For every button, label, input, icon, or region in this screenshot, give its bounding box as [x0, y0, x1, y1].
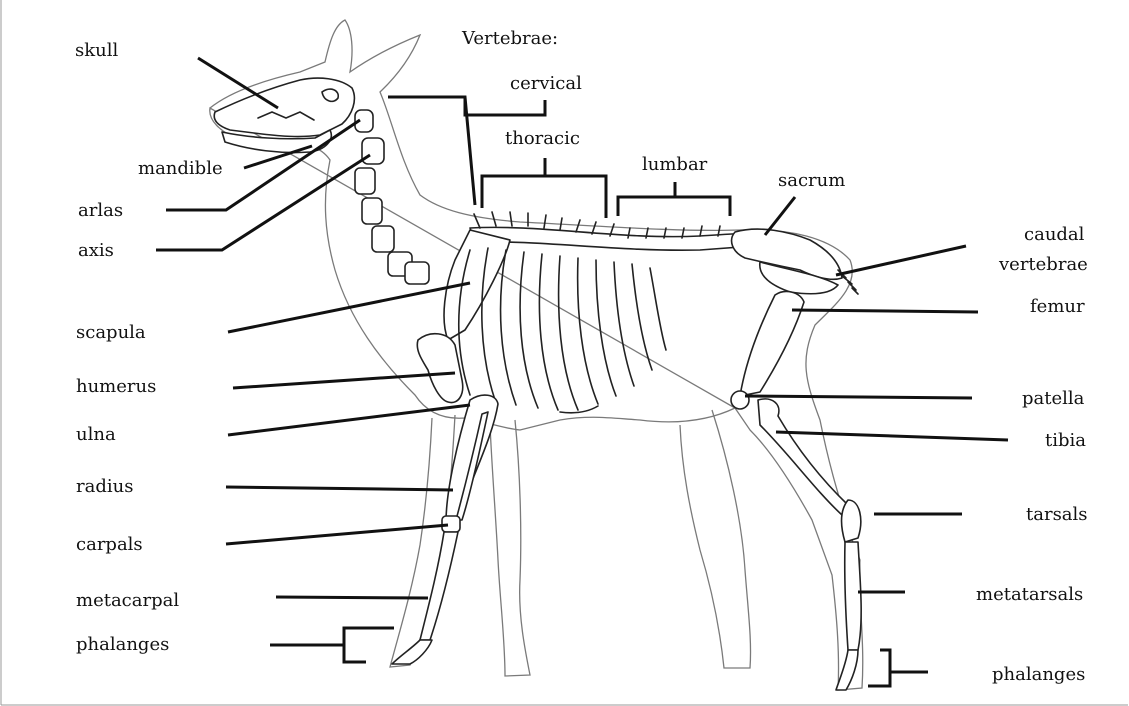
label-mandible: mandible: [138, 158, 223, 179]
label-caudal-line1: caudal: [1024, 224, 1085, 245]
label-tibia: tibia: [1045, 430, 1086, 451]
label-phalanges-front: phalanges: [76, 634, 169, 655]
leader-cervical: [465, 97, 545, 115]
bracket-lumbar: [618, 197, 730, 216]
label-metacarpal: metacarpal: [76, 590, 179, 611]
label-patella: patella: [1022, 388, 1085, 409]
leader-skull: [198, 58, 278, 108]
leader-humerus: [233, 373, 455, 388]
label-humerus: humerus: [76, 376, 156, 397]
label-thoracic: thoracic: [505, 128, 580, 149]
label-caudal-line2: vertebrae: [998, 254, 1088, 275]
label-femur: femur: [1030, 296, 1085, 317]
bracket-phalanges-front: [344, 628, 394, 662]
skull-bone: [214, 78, 354, 136]
bracket-thoracic: [482, 176, 606, 218]
leader-sacrum: [765, 197, 795, 235]
bracket-phalanges-hind: [868, 650, 890, 686]
leader-carpals: [226, 525, 448, 544]
label-carpals: carpals: [76, 534, 143, 555]
label-cervical: cervical: [510, 73, 582, 94]
label-metatarsals: metatarsals: [976, 584, 1083, 605]
leader-radius: [226, 487, 453, 490]
label-radius: radius: [76, 476, 133, 497]
label-scapula: scapula: [76, 322, 146, 343]
label-skull: skull: [75, 40, 118, 61]
label-tarsals: tarsals: [1026, 504, 1088, 525]
label-sacrum: sacrum: [778, 170, 845, 191]
sacrum-pelvis-bones: [732, 229, 842, 294]
label-ulna: ulna: [76, 424, 116, 445]
humerus-bone: [417, 334, 462, 403]
label-phalanges-hind: phalanges: [992, 664, 1085, 685]
leader-scapula: [228, 283, 470, 332]
label-lumbar: lumbar: [642, 154, 708, 175]
leader-metacarpal: [276, 597, 428, 598]
label-vertebrae-heading: Vertebrae:: [461, 28, 558, 49]
label-axis: axis: [78, 240, 114, 261]
leader-tibia: [776, 432, 1008, 440]
leader-ulna: [228, 405, 470, 435]
label-arlas: arlas: [78, 200, 123, 221]
leader-patella: [745, 396, 972, 398]
leader-caudal: [836, 246, 966, 275]
leader-femur: [792, 310, 978, 312]
hind-leg-bones: [731, 291, 861, 690]
